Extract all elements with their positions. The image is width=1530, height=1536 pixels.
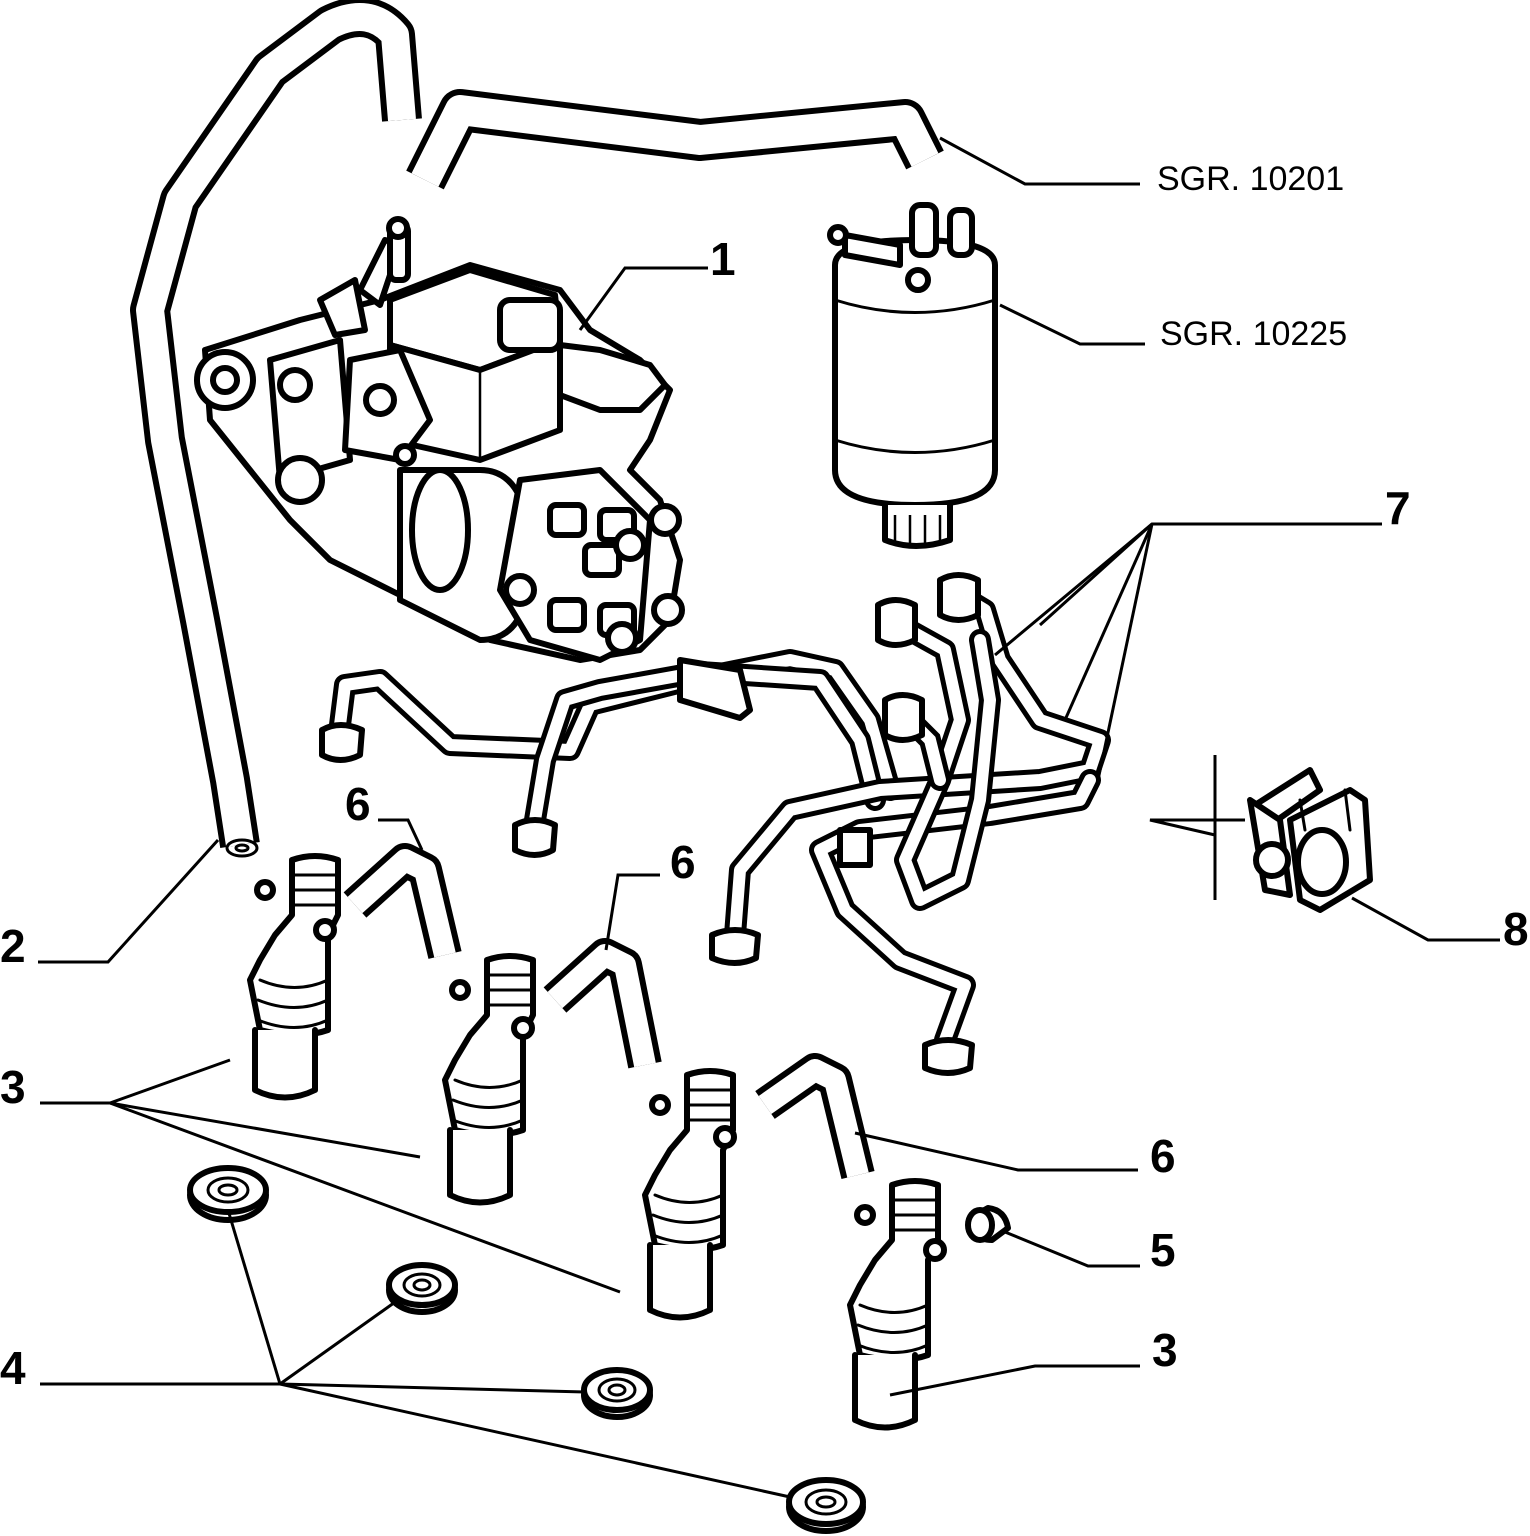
injector-1	[247, 853, 341, 1101]
callout-1: 1	[710, 233, 736, 285]
callout-6-right: 6	[1150, 1130, 1176, 1182]
reference-sgr-10225: SGR. 10225	[1160, 315, 1347, 353]
callout-4: 4	[0, 1342, 26, 1394]
pipe-clip	[1247, 767, 1373, 913]
leak-off-hoses	[343, 843, 875, 1180]
fuel-filter	[827, 202, 998, 549]
return-hose	[130, 0, 422, 858]
injector-3	[642, 1068, 737, 1321]
filter-hose	[406, 89, 944, 190]
injector-pipe-set	[319, 572, 1111, 1076]
callout-8: 8	[1503, 903, 1529, 955]
callout-3-right: 3	[1152, 1324, 1178, 1376]
washers	[187, 1165, 866, 1534]
callout-6-top: 6	[345, 778, 371, 830]
leader-lines	[38, 136, 1500, 1499]
reference-sgr-10201: SGR. 10201	[1157, 160, 1344, 198]
callout-3-left: 3	[0, 1061, 26, 1113]
callout-5: 5	[1150, 1224, 1176, 1276]
callout-2: 2	[0, 920, 26, 972]
injection-pump	[194, 216, 685, 663]
injector-4	[847, 1178, 947, 1431]
callout-7: 7	[1385, 482, 1411, 534]
injector-2	[442, 953, 536, 1206]
cap	[965, 1205, 1011, 1243]
callout-6-middle: 6	[670, 836, 696, 888]
